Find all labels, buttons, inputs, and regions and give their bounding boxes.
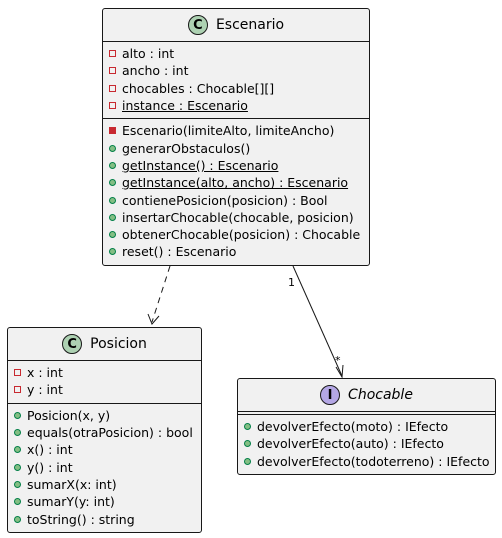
- method-row: sumarX(x: int): [8, 476, 201, 493]
- multiplicity-source: 1: [288, 276, 295, 289]
- class-header: C Escenario: [103, 9, 369, 41]
- method-text: x() : int: [27, 442, 73, 458]
- method-row: devolverEfecto(auto) : IEfecto: [238, 435, 495, 452]
- class-stereotype-icon: C: [187, 15, 208, 35]
- method-text: devolverEfecto(auto) : IEfecto: [257, 436, 444, 452]
- attribute-row: ancho : int: [103, 62, 369, 79]
- public-visibility-icon: [109, 144, 116, 152]
- association-arrowhead: [335, 364, 344, 379]
- class-stereotype-icon: C: [62, 334, 83, 354]
- method-row: sumarY(y: int): [8, 493, 201, 510]
- method-text: equals(otraPosicion) : bool: [27, 425, 193, 441]
- method-row: x() : int: [8, 441, 201, 458]
- public-visibility-icon: [14, 446, 21, 454]
- attribute-row: instance : Escenario: [103, 97, 369, 114]
- attribute-text: y : int: [27, 382, 63, 398]
- public-visibility-icon: [109, 213, 116, 221]
- interface-stereotype-icon: I: [320, 385, 341, 405]
- method-row: y() : int: [8, 458, 201, 475]
- private-visibility-icon: [109, 50, 116, 58]
- public-visibility-icon: [109, 231, 116, 239]
- method-text: toString() : string: [27, 511, 135, 527]
- method-text: sumarY(y: int): [27, 494, 115, 510]
- dependency-arrowhead: [147, 313, 160, 325]
- multiplicity-target: *: [335, 354, 341, 367]
- methods-section: Escenario(limiteAlto, limiteAncho)genera…: [103, 118, 369, 264]
- attribute-text: x : int: [27, 365, 63, 381]
- method-row: getInstance() : Escenario: [103, 157, 369, 174]
- attribute-text: alto : int: [122, 46, 175, 62]
- private-visibility-icon: [109, 127, 116, 135]
- method-text: devolverEfecto(moto) : IEfecto: [257, 419, 449, 435]
- method-text: getInstance() : Escenario: [122, 157, 279, 173]
- methods-section: Posicion(x, y) equals(otraPosicion) : boo…: [8, 402, 201, 532]
- attribute-text: ancho : int: [122, 63, 189, 79]
- method-row: getInstance(alto, ancho) : Escenario: [103, 174, 369, 191]
- attributes-section: [238, 411, 495, 414]
- class-header: C Posicion: [8, 328, 201, 360]
- method-text: sumarX(x: int): [27, 476, 117, 492]
- attribute-row: alto : int: [103, 45, 369, 62]
- public-visibility-icon: [14, 463, 21, 471]
- method-row: Escenario(limiteAlto, limiteAncho): [103, 122, 369, 139]
- method-text: insertarChocable(chocable, posicion): [122, 209, 354, 225]
- attribute-text: chocables : Chocable[][]: [122, 80, 275, 96]
- private-visibility-icon: [109, 84, 116, 92]
- attribute-text: instance : Escenario: [122, 98, 248, 114]
- public-visibility-icon: [14, 429, 21, 437]
- public-visibility-icon: [109, 179, 116, 187]
- private-visibility-icon: [109, 67, 116, 75]
- private-visibility-icon: [109, 102, 116, 110]
- method-text: contienePosicion(posicion) : Bool: [122, 192, 328, 208]
- class-name: Chocable: [348, 387, 413, 403]
- method-row: Posicion(x, y): [8, 407, 201, 424]
- class-header: I Chocable: [238, 379, 495, 411]
- public-visibility-icon: [109, 196, 116, 204]
- dependency-line: [151, 265, 171, 323]
- public-visibility-icon: [244, 440, 251, 448]
- method-row: contienePosicion(posicion) : Bool: [103, 191, 369, 208]
- public-visibility-icon: [14, 480, 21, 488]
- method-row: insertarChocable(chocable, posicion): [103, 209, 369, 226]
- class-name: Posicion: [90, 336, 147, 352]
- method-text: devolverEfecto(todoterreno) : IEfecto: [257, 453, 490, 469]
- method-row: obtenerChocable(posicion) : Chocable: [103, 226, 369, 243]
- method-text: Posicion(x, y): [27, 407, 111, 423]
- method-text: Escenario(limiteAlto, limiteAncho): [122, 123, 335, 139]
- public-visibility-icon: [109, 161, 116, 169]
- method-text: getInstance(alto, ancho) : Escenario: [122, 175, 349, 191]
- public-visibility-icon: [14, 515, 21, 523]
- public-visibility-icon: [14, 498, 21, 506]
- public-visibility-icon: [109, 248, 116, 256]
- public-visibility-icon: [244, 423, 251, 431]
- method-row: generarObstaculos(): [103, 139, 369, 156]
- method-row: equals(otraPosicion) : bool: [8, 424, 201, 441]
- method-row: reset() : Escenario: [103, 243, 369, 260]
- class-name: Escenario: [215, 17, 285, 33]
- attribute-row: y : int: [8, 381, 201, 398]
- attribute-row: chocables : Chocable[][]: [103, 80, 369, 97]
- method-text: reset() : Escenario: [122, 244, 237, 260]
- private-visibility-icon: [14, 369, 21, 377]
- method-row: devolverEfecto(todoterreno) : IEfecto: [238, 453, 495, 470]
- method-row: toString() : string: [8, 510, 201, 527]
- public-visibility-icon: [14, 411, 21, 419]
- method-text: obtenerChocable(posicion) : Chocable: [122, 227, 361, 243]
- method-text: generarObstaculos(): [122, 140, 251, 156]
- association-line: [292, 265, 343, 377]
- public-visibility-icon: [244, 457, 251, 465]
- method-text: y() : int: [27, 459, 73, 475]
- private-visibility-icon: [14, 386, 21, 394]
- method-row: devolverEfecto(moto) : IEfecto: [238, 418, 495, 435]
- attribute-row: x : int: [8, 364, 201, 381]
